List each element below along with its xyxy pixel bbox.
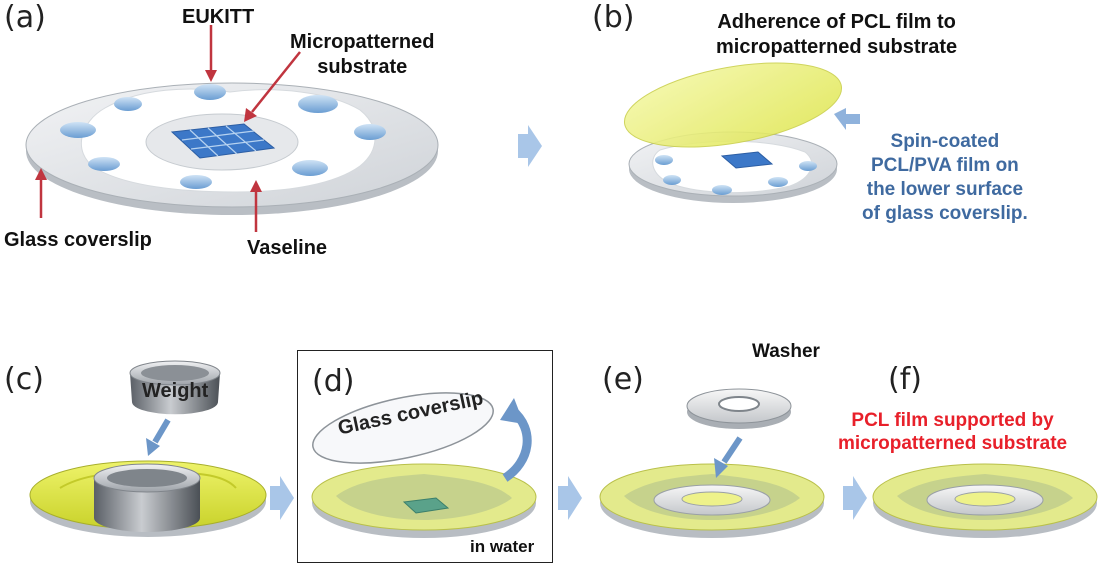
spin-coated-note-line1: Spin-coated [890, 131, 1000, 152]
panel-e-illustration [599, 388, 825, 538]
panel-b-letter: (b) [592, 0, 635, 35]
micropatterned-label-line2: substrate [317, 56, 408, 78]
eukitt-label: EUKITT [182, 6, 255, 28]
pcl-pva-film [623, 62, 843, 148]
micropatterned-label-line1: Micropatterned [290, 31, 435, 53]
washer-down-arrow [721, 436, 743, 464]
flow-arrow-c-to-d [270, 476, 294, 520]
pcl-film-supported-line1: PCL film supported by [851, 410, 1054, 431]
eukitt-drop [292, 160, 328, 176]
panel-b-illustration [623, 62, 860, 203]
pcl-film-supported-note: PCL film supported by micropatterned sub… [838, 409, 1067, 455]
panel-a-letter: (a) [4, 0, 46, 35]
micropatterned-substrate-label: Micropatterned substrate [290, 30, 434, 80]
film-wrinkle-d [336, 474, 512, 520]
panel-d-box [297, 350, 553, 563]
eukitt-drop [799, 161, 817, 171]
panel-a-illustration [25, 25, 439, 232]
vaseline-arrowhead [250, 180, 262, 192]
flip-arrowhead [500, 398, 524, 424]
eukitt-drop [712, 185, 732, 195]
micropatterned-substrate-b [720, 151, 774, 169]
panel-b-title: Adherence of PCL film to micropatterned … [716, 10, 957, 60]
washer-f-hole [954, 491, 1016, 507]
vaseline-label: Vaseline [247, 237, 328, 259]
substrate-grid [181, 125, 265, 157]
flow-arrow-d-to-e [558, 476, 582, 520]
eukitt-drops [60, 84, 386, 189]
substrate-arrowhead [244, 108, 257, 122]
panel-c-letter: (c) [4, 362, 44, 397]
washer-hole [718, 396, 760, 412]
weight-c-hole [107, 469, 187, 487]
glass-coverslip-arrowhead [35, 168, 47, 180]
eukitt-drop [298, 95, 338, 113]
eukitt-drop [180, 175, 212, 189]
spin-coated-note: Spin-coated PCL/PVA film on the lower su… [862, 130, 1028, 226]
glass-coverslip-label: Glass coverslip [4, 229, 152, 251]
eukitt-drop [114, 97, 142, 111]
spin-coated-note-line4: of glass coverslip. [862, 203, 1028, 224]
washer-on-film-e-hole [681, 491, 743, 507]
panel-f-letter: (f) [888, 362, 922, 397]
panel-b-title-line1: Adherence of PCL film to [717, 11, 956, 33]
panel-c-illustration [29, 360, 267, 537]
eukitt-drop [663, 175, 681, 185]
washer-label: Washer [752, 341, 820, 362]
flow-arrow-a-to-b [518, 125, 542, 167]
callout-arrows-a [35, 25, 301, 232]
weight-down-arrowhead [146, 438, 160, 456]
weight-label: Weight [142, 380, 209, 402]
washer-down-arrowhead [714, 458, 728, 478]
panel-b-title-line2: micropatterned substrate [716, 36, 958, 58]
film-pointer-arrow [834, 108, 860, 130]
spin-coated-note-line2: PCL/PVA film on [871, 155, 1019, 176]
glass-coverslip-d [312, 392, 494, 464]
eukitt-drop [194, 84, 226, 100]
in-water-label: in water [470, 537, 535, 556]
eukitt-drop [768, 177, 788, 187]
eukitt-drop [60, 122, 96, 138]
flow-arrow-e-to-f [843, 476, 867, 520]
panel-d-illustration [311, 392, 537, 538]
pcl-film-supported-line2: micropatterned substrate [838, 433, 1068, 454]
panel-f-illustration [872, 463, 1098, 538]
weight-c-body [94, 478, 200, 532]
vaseline-layer-b [652, 140, 813, 194]
panel-d-letter: (d) [312, 364, 355, 399]
weight-top-recess [141, 365, 209, 381]
eukitt-drop [655, 155, 673, 165]
eukitt-drop [88, 157, 120, 171]
weight-down-arrow [152, 418, 171, 444]
spin-coated-note-line3: the lower surface [866, 179, 1024, 200]
panel-e-letter: (e) [602, 362, 644, 397]
micropatterned-substrate-d [402, 497, 450, 514]
substrate-arrow [251, 51, 301, 113]
eukitt-drop [354, 124, 386, 140]
eukitt-arrowhead [205, 70, 217, 82]
